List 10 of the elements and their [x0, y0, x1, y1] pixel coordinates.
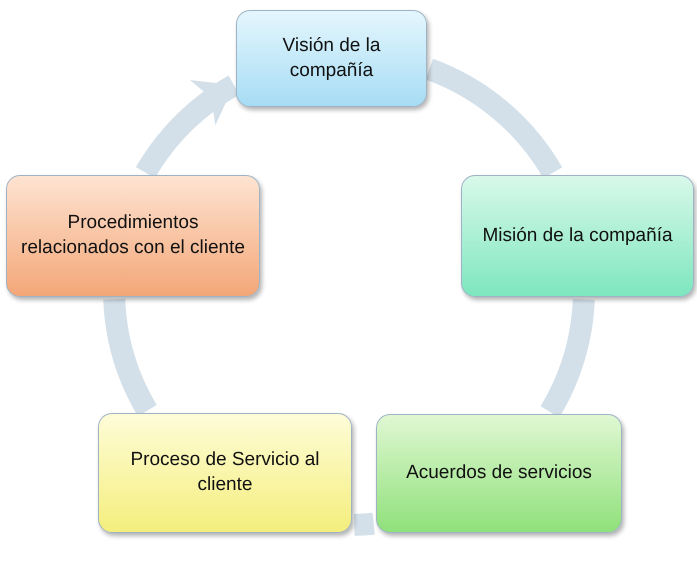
box-label: Procedimientos relacionados con el cliente: [20, 211, 246, 260]
process-box: [461, 175, 694, 297]
box-label: Visión de la compañía: [282, 34, 382, 82]
box-label: Proceso de Servicio al cliente: [129, 448, 321, 497]
process-box: [236, 10, 427, 107]
box-label: Misión de la compañía: [482, 224, 673, 248]
process-box: [6, 175, 260, 297]
box-label: Acuerdos de servicios: [406, 461, 592, 486]
process-box: [98, 413, 352, 533]
process-box: [376, 414, 622, 533]
